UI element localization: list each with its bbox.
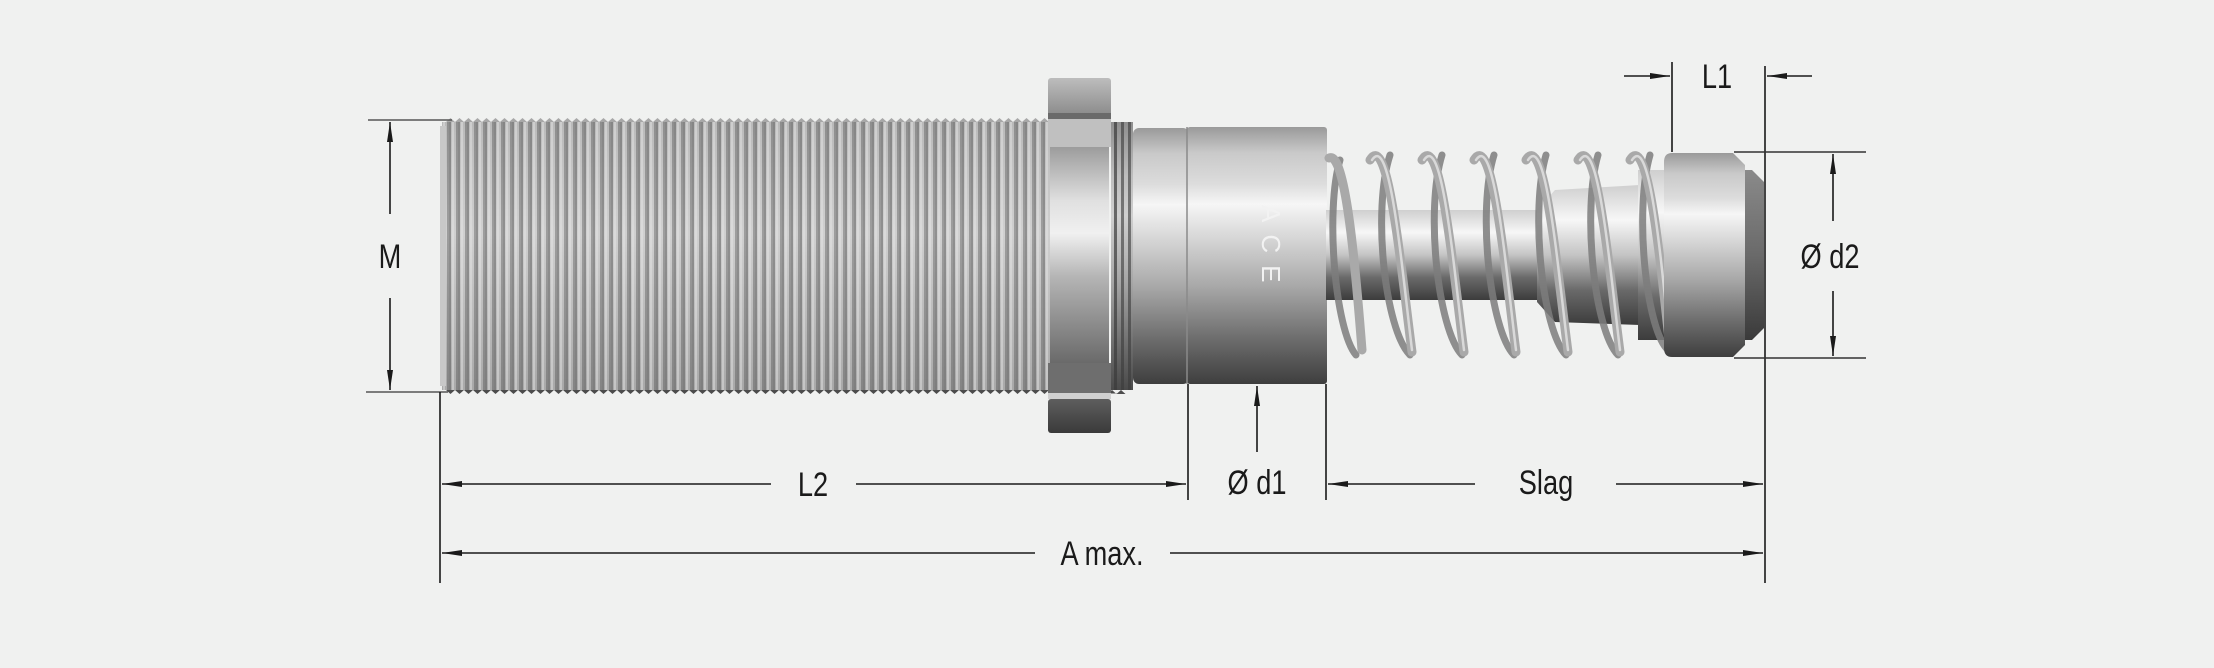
main-body: ACE: [1186, 127, 1327, 384]
thread-stub: [1111, 122, 1133, 390]
threaded-body: [440, 118, 1126, 394]
brand-mark: ACE: [1256, 205, 1286, 294]
dimension-l1: [1624, 62, 1812, 152]
label-d2: Ø d2: [1801, 237, 1860, 276]
label-m: M: [379, 237, 402, 276]
dimension-labels: M L2 Ø d1 Slag A max. L1 Ø d2: [379, 57, 1860, 573]
compression-spring: [1324, 151, 1675, 359]
hex-lock-nut: [1048, 78, 1111, 433]
shock-absorber-part: ACE: [440, 78, 1764, 433]
dimension-m: [366, 119, 452, 393]
label-l2: L2: [798, 465, 828, 504]
label-a-max: A max.: [1060, 534, 1143, 573]
dimension-d2: [1734, 151, 1866, 359]
dimension-annotations: [366, 62, 1866, 583]
label-l1: L1: [1702, 57, 1732, 96]
label-d1: Ø d1: [1228, 463, 1287, 502]
body-collar: [1133, 128, 1189, 384]
label-slag: Slag: [1519, 463, 1573, 502]
end-cap: [1664, 153, 1764, 357]
